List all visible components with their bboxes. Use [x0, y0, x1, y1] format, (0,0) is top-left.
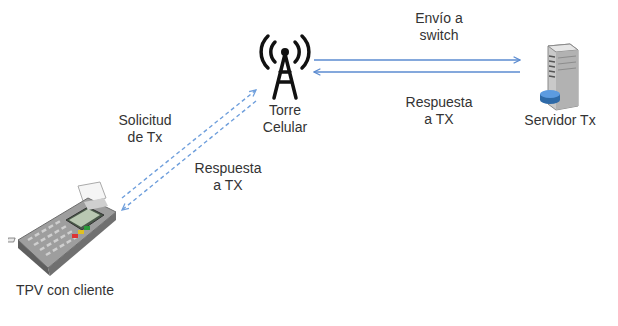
server-icon [520, 42, 600, 112]
edge-label: Respuesta a TX [400, 94, 478, 128]
pos-terminal-icon [8, 178, 122, 282]
link-arrow [314, 59, 520, 60]
node-label: Servidor Tx [520, 112, 600, 129]
edge-label: Respuesta a TX [190, 160, 266, 194]
cell-tower: Torre Celular [256, 30, 314, 136]
edge-label: Solicitud de Tx [110, 112, 180, 146]
node-label: Torre Celular [256, 102, 314, 136]
cell-tower-icon [256, 30, 314, 102]
pos-terminal: TPV con cliente [8, 178, 122, 299]
edge-label: Envío a switch [392, 10, 486, 44]
node-label: TPV con cliente [8, 282, 122, 299]
transaction-server: Servidor Tx [520, 42, 600, 129]
link-arrow [314, 71, 520, 72]
